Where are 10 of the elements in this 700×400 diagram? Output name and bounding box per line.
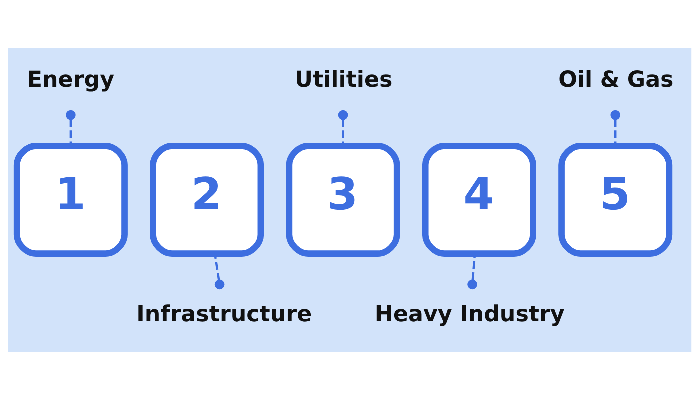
node-text: Heavy Industry <box>374 301 565 328</box>
node-box: 3 <box>286 143 400 257</box>
node-box: 5 <box>558 143 673 257</box>
node-box: 1 <box>14 143 128 257</box>
node-text: Infrastructure <box>136 301 312 328</box>
node-box: 4 <box>422 143 536 257</box>
node-box: 2 <box>150 143 264 257</box>
node-text: Energy <box>27 67 115 94</box>
node-text: Oil & Gas <box>558 67 674 94</box>
node-text: Utilities <box>294 67 393 94</box>
